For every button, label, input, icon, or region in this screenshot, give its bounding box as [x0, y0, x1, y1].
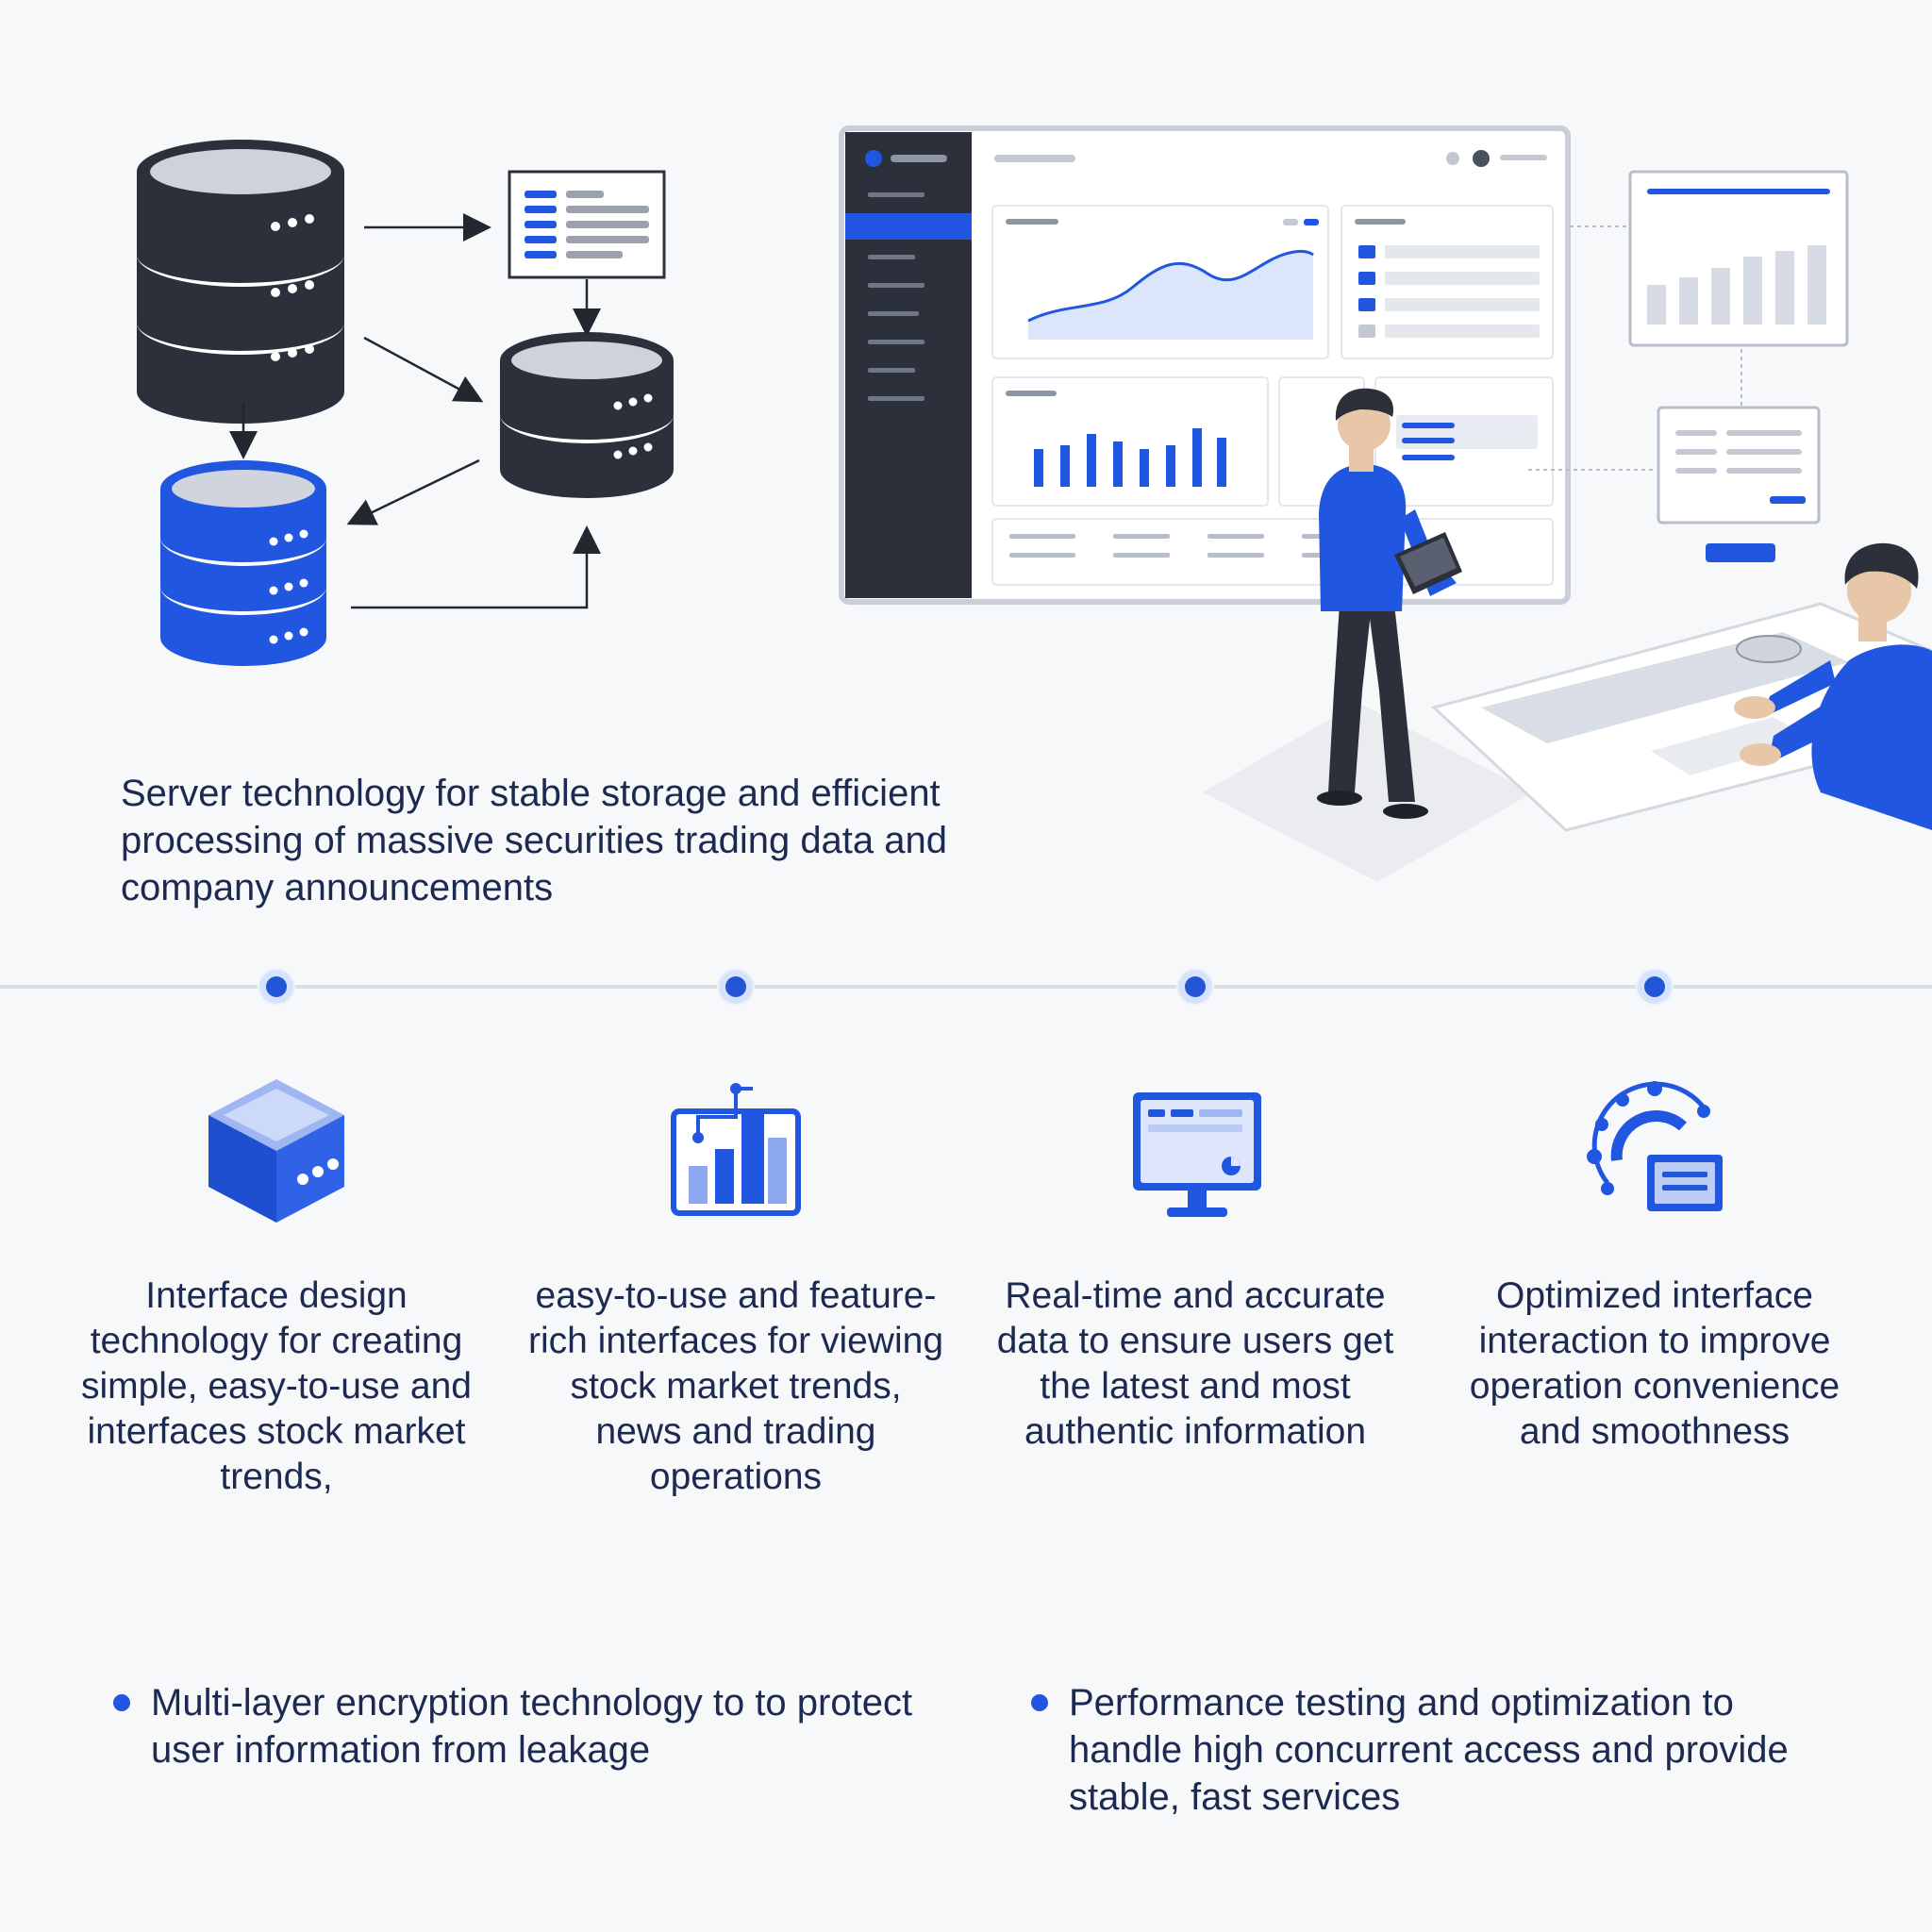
dashboard-monitor	[839, 125, 1571, 605]
server-box-icon	[208, 1079, 344, 1223]
monitor-icon	[1133, 1092, 1261, 1217]
document-card-icon	[508, 170, 666, 279]
feature-text: Interface design technology for creating…	[80, 1275, 473, 1497]
bullet-dot	[1031, 1694, 1048, 1711]
bullet-dot	[113, 1694, 130, 1711]
bullet-text: Multi-layer encryption technology to to …	[151, 1682, 913, 1771]
bar-chart-icon	[671, 1083, 801, 1216]
timeline-node	[725, 976, 746, 997]
intro-text: Server technology for stable storage and…	[121, 773, 948, 908]
database-icon	[500, 332, 674, 498]
feature-text: Real-time and accurate data to ensure us…	[996, 1275, 1394, 1452]
timeline-node	[1185, 976, 1206, 997]
dashboard-scene-illustration	[839, 125, 1932, 882]
bullet-item: Multi-layer encryption technology to to …	[113, 1679, 924, 1774]
bullet-text: Performance testing and optimization to …	[1069, 1682, 1789, 1818]
wireframe-chart-panel	[1570, 170, 1849, 347]
refresh-dashboard-icon	[1587, 1081, 1723, 1211]
timeline-node	[266, 976, 287, 997]
timeline-node	[1644, 976, 1665, 997]
person-at-laptop	[1734, 542, 1932, 830]
database-icon	[137, 140, 344, 424]
database-diagram	[137, 140, 674, 666]
feature-text: easy-to-use and feature-rich interfaces …	[528, 1275, 944, 1497]
laptop-keyboard	[1430, 602, 1932, 832]
feature-text: Optimized interface interaction to impro…	[1469, 1275, 1840, 1452]
bullet-item: Performance testing and optimization to …	[1031, 1679, 1842, 1821]
connector-arrows	[229, 213, 601, 609]
database-icon	[160, 460, 326, 666]
timeline-line	[0, 985, 1932, 989]
person-with-tablet	[1317, 388, 1462, 819]
wireframe-list-panel	[1528, 349, 1821, 562]
